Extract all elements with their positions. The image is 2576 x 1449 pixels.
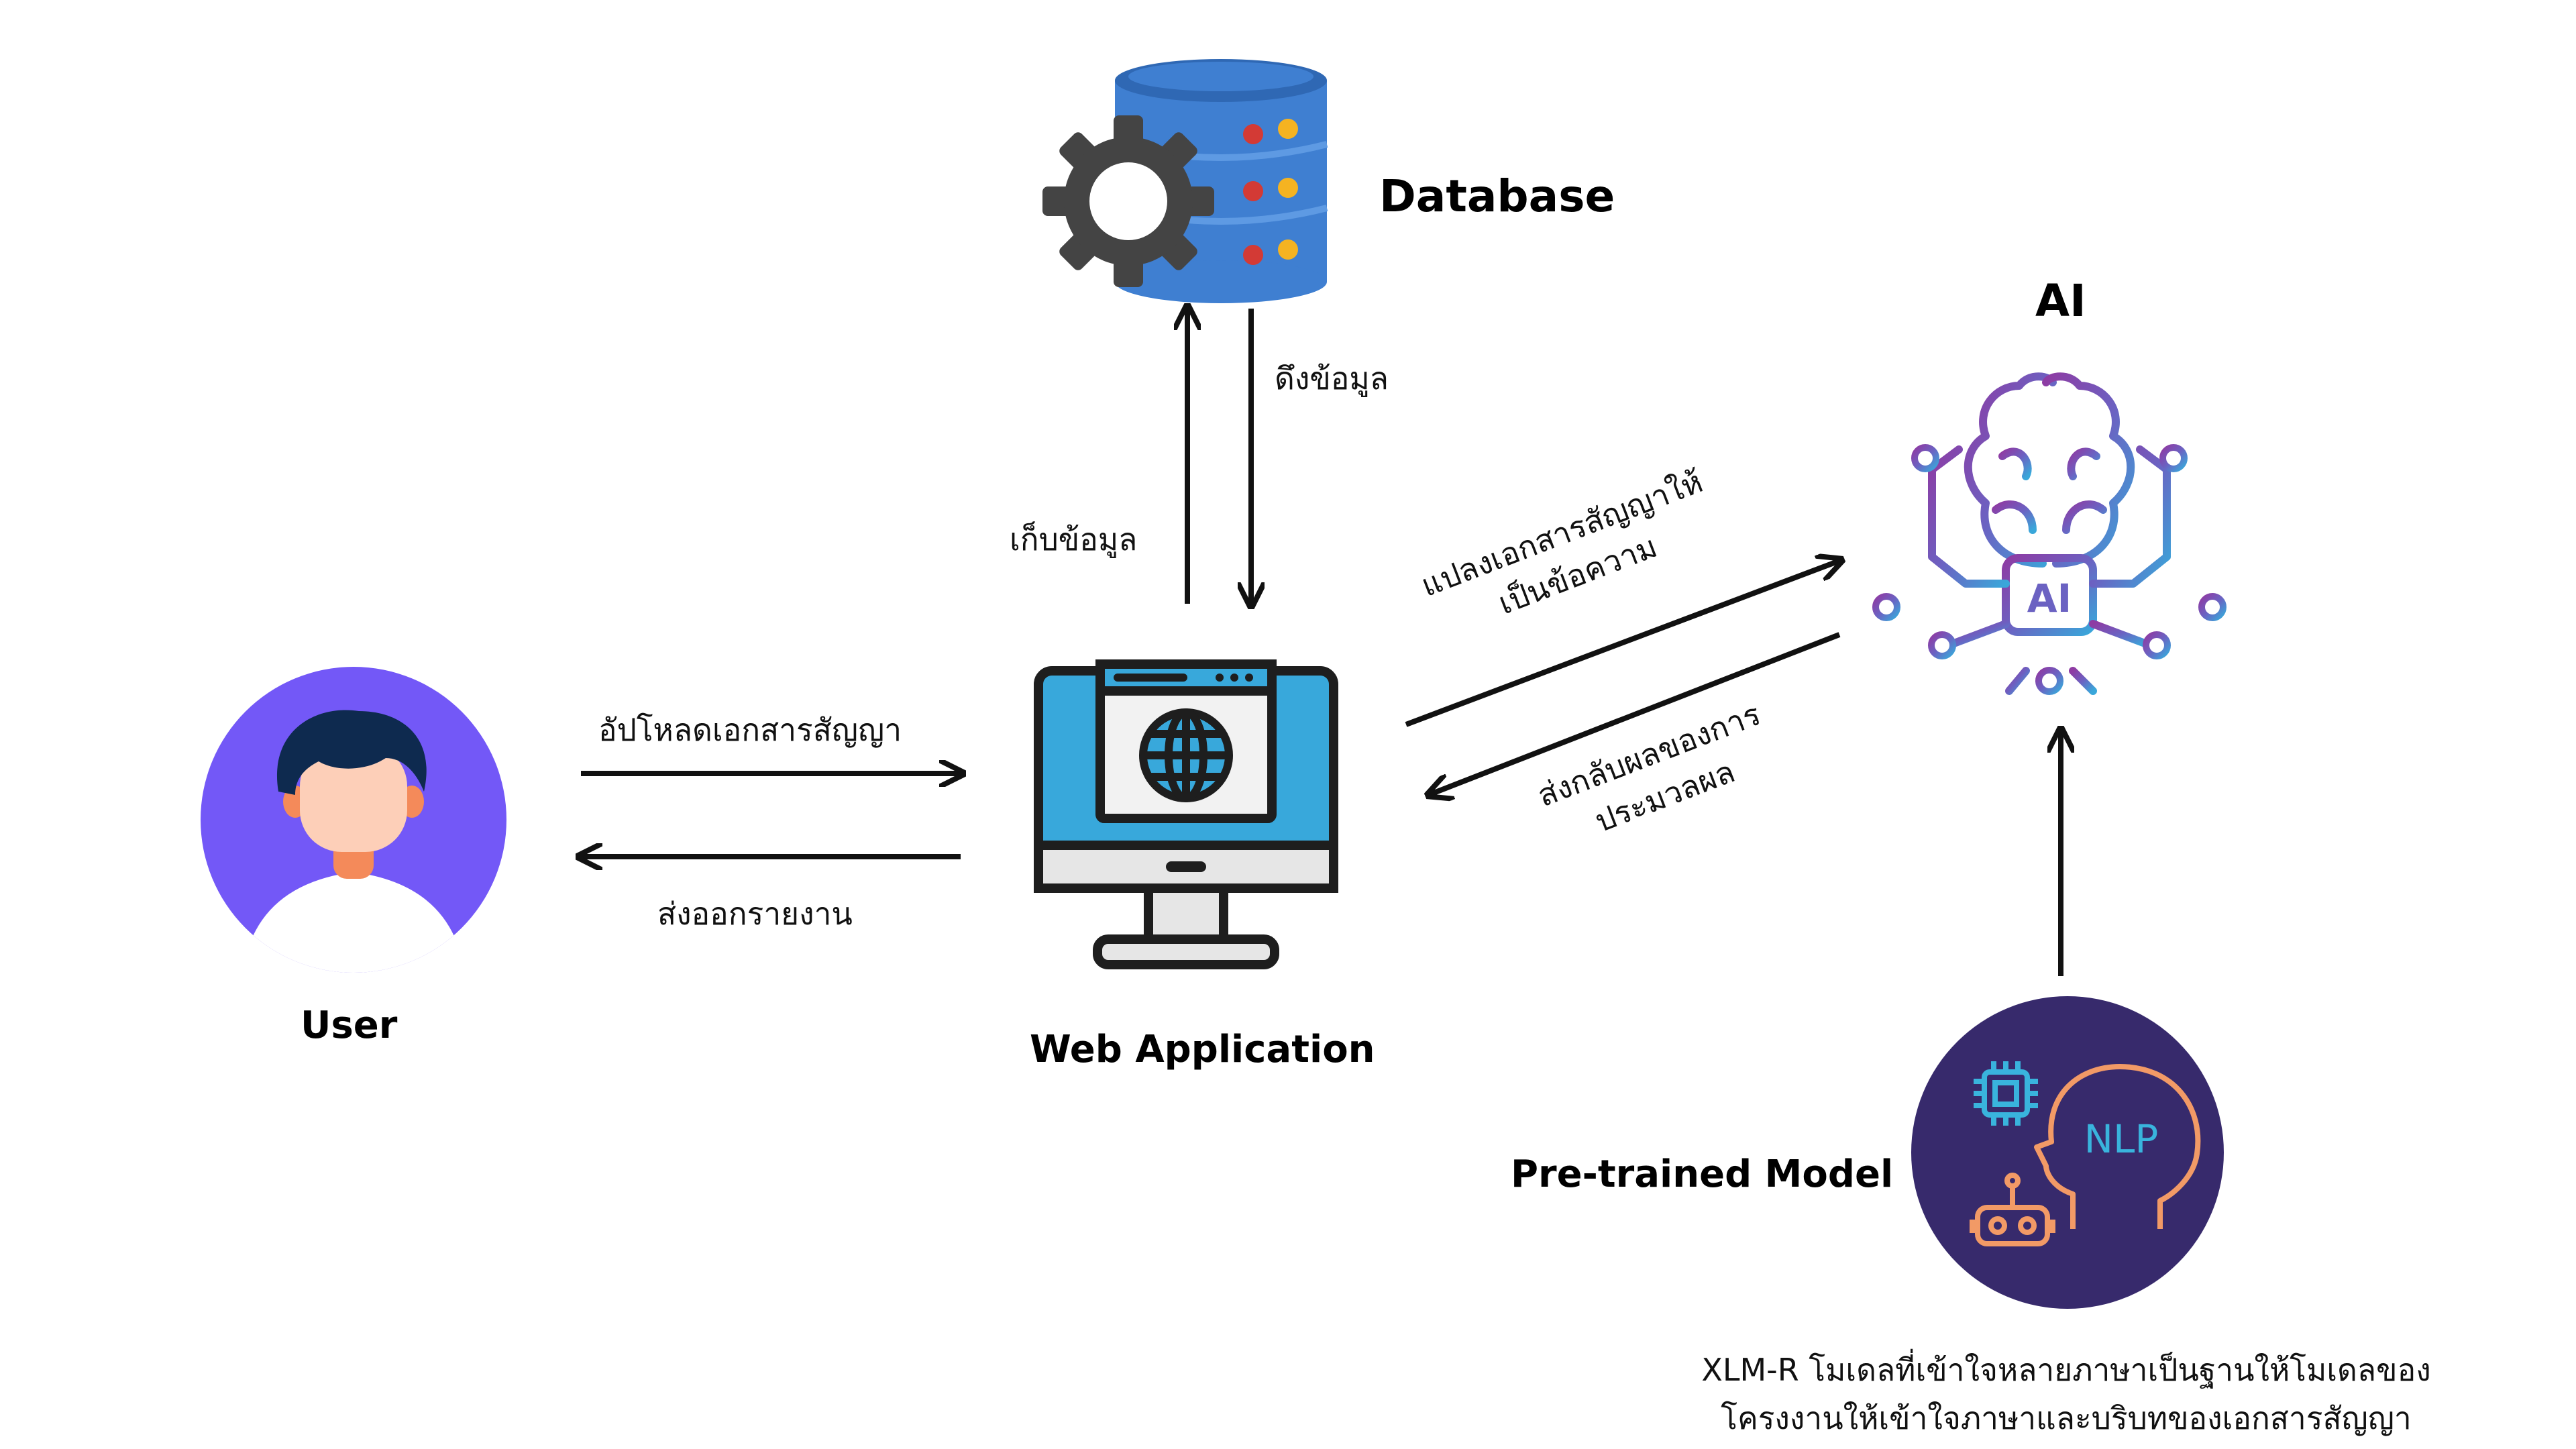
ai-circuit-nodes xyxy=(1872,444,2226,695)
pretrained-model-title: Pre-trained Model xyxy=(1511,1152,1894,1196)
cpu-chip-icon xyxy=(1974,1061,2038,1126)
ai-brain-icon xyxy=(1894,372,2204,695)
label-fetch-data: ดึงข้อมูล xyxy=(1275,360,1389,396)
gear-icon xyxy=(1042,115,1214,287)
database-icon xyxy=(1042,59,1328,303)
nlp-badge-text: NLP xyxy=(2084,1116,2159,1162)
arrow-return-result xyxy=(1430,632,1841,794)
user-avatar-icon xyxy=(201,667,506,973)
user-title: User xyxy=(301,1004,398,1047)
model-caption: XLM-R โมเดลที่เข้าใจหลายภาษาเป็นฐานให้โม… xyxy=(1637,1346,2496,1442)
caption-line1: XLM-R โมเดลที่เข้าใจหลายภาษาเป็นฐานให้โม… xyxy=(1701,1352,2431,1388)
web-application-icon xyxy=(1034,659,1338,969)
robot-icon xyxy=(1970,1173,2055,1246)
database-title: Database xyxy=(1379,170,1615,222)
ai-chip-text: AI xyxy=(2027,576,2072,621)
globe-icon xyxy=(1139,708,1233,802)
caption-line2: โครงงานให้เข้าใจภาษาและบริบทของเอกสารสัญ… xyxy=(1721,1400,2412,1436)
arrow-convert-to-text xyxy=(1405,561,1839,727)
label-upload-contract: อัปโหลดเอกสารสัญญา xyxy=(598,712,902,748)
label-store-data: เก็บข้อมูล xyxy=(1010,521,1138,557)
ai-title: AI xyxy=(2035,275,2086,327)
pretrained-model-icon: NLP xyxy=(1911,996,2224,1309)
web-application-title: Web Application xyxy=(1030,1028,1375,1071)
label-export-report: ส่งออกรายงาน xyxy=(657,896,853,932)
head-profile-icon xyxy=(2034,1064,2201,1229)
